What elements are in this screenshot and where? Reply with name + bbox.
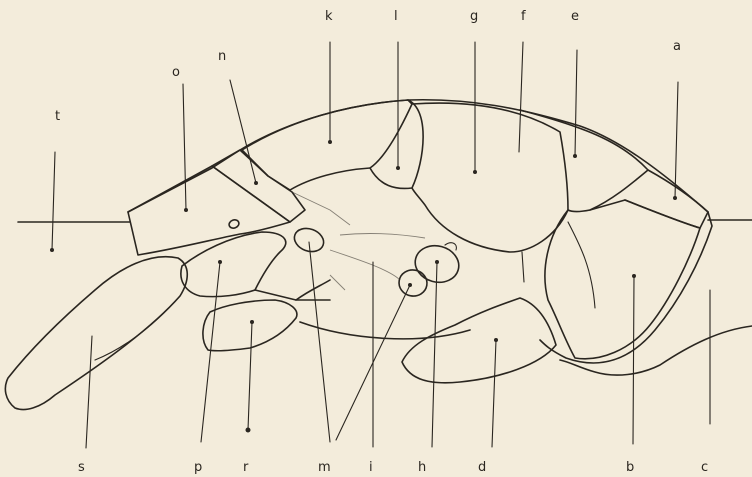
label-r: r <box>243 460 249 475</box>
label-e: e <box>571 9 579 24</box>
plate-e <box>520 110 648 212</box>
plate-l <box>370 100 423 188</box>
label-t: t <box>55 109 60 124</box>
label-c: c <box>701 460 708 475</box>
plate-d <box>402 298 556 383</box>
label-s: s <box>78 460 85 475</box>
plate-s <box>5 257 187 410</box>
ellipse-m <box>291 225 327 256</box>
label-h: h <box>418 460 426 475</box>
label-f: f <box>521 9 526 24</box>
label-l: l <box>394 9 398 24</box>
plate-p <box>181 232 286 297</box>
label-m: m <box>318 460 331 475</box>
plate-o <box>128 166 290 255</box>
label-b: b <box>626 460 634 475</box>
label-a: a <box>673 39 681 54</box>
ellipse-h-lower <box>397 268 429 298</box>
label-g: g <box>470 9 478 24</box>
label-p: p <box>194 460 202 475</box>
plate-n <box>212 150 305 222</box>
plate-b <box>545 200 700 359</box>
plate-g <box>412 103 568 252</box>
label-k: k <box>325 9 333 24</box>
label-i: i <box>369 460 373 475</box>
label-o: o <box>172 65 180 80</box>
label-d: d <box>478 460 486 475</box>
plate-r <box>203 300 297 351</box>
label-n: n <box>218 49 226 64</box>
